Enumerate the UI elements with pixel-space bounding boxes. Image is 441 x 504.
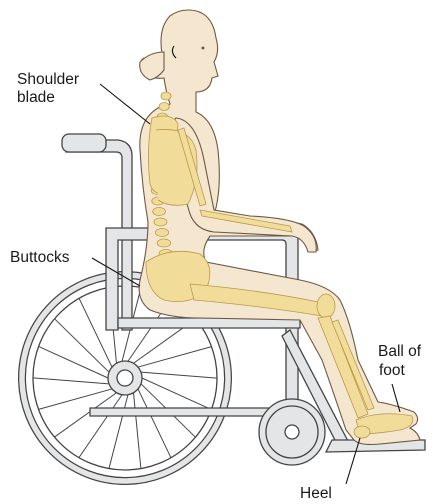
vertebra bbox=[154, 218, 167, 226]
wheel-spoke bbox=[39, 346, 108, 378]
shoulder-blade-leader bbox=[100, 84, 150, 124]
label-ball-of-foot-line1: Ball of bbox=[378, 343, 422, 360]
vertebra bbox=[161, 92, 171, 100]
wheel-spoke bbox=[134, 393, 141, 469]
vertebra bbox=[159, 103, 169, 111]
wheel-spoke bbox=[55, 319, 109, 372]
vertebra bbox=[155, 229, 168, 237]
wheel-spoke bbox=[141, 372, 217, 378]
heel-bone bbox=[354, 426, 370, 438]
eye bbox=[202, 47, 205, 50]
label-shoulder-blade-line2: blade bbox=[17, 89, 55, 106]
wheel-spoke bbox=[142, 378, 211, 410]
kneecap-bone bbox=[317, 294, 335, 318]
label-shoulder-blade-line1: Shoulder bbox=[17, 71, 79, 88]
seated-person bbox=[139, 10, 420, 445]
vertebra bbox=[153, 208, 166, 216]
wheel-spoke bbox=[109, 395, 128, 469]
wheel-spoke bbox=[138, 389, 171, 458]
vertebra bbox=[157, 239, 171, 247]
handle-grip bbox=[62, 134, 106, 152]
label-heel: Heel bbox=[300, 485, 332, 502]
label-buttocks: Buttocks bbox=[10, 249, 70, 266]
label-ball-of-foot-line2: foot bbox=[379, 362, 406, 379]
wheel-spoke bbox=[39, 389, 112, 409]
caster-wheel bbox=[259, 399, 325, 465]
wheel-spoke bbox=[33, 378, 109, 384]
wheel-spoke bbox=[138, 347, 211, 367]
